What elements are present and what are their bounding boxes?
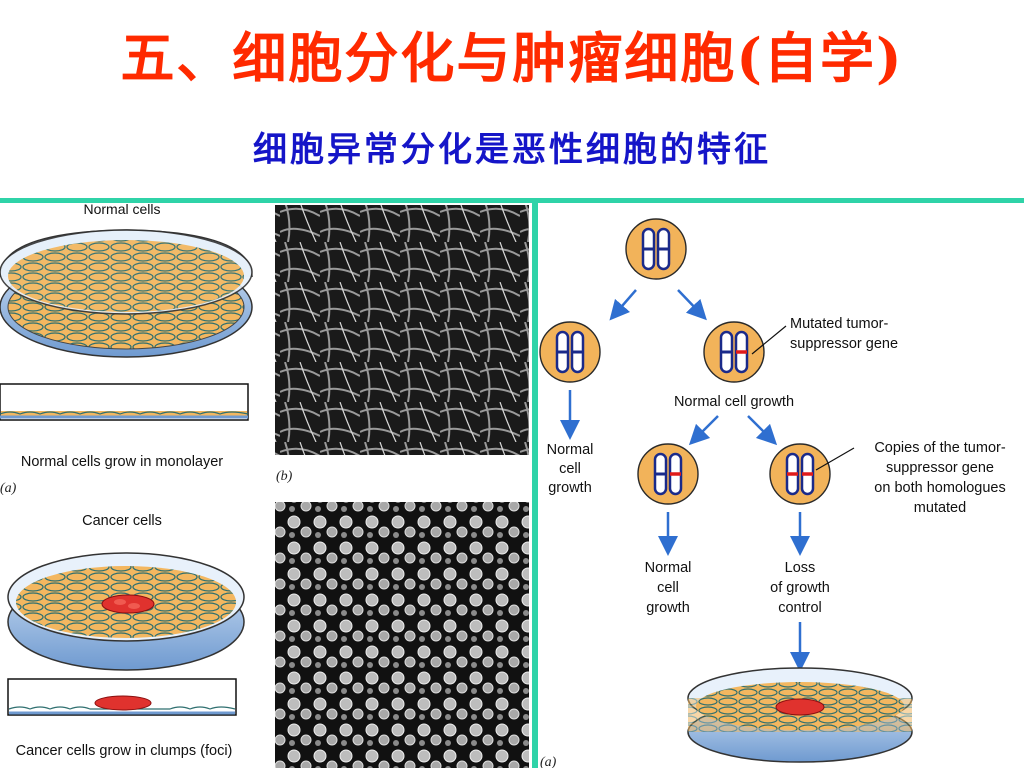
panel-a-label-right: (a) xyxy=(540,755,557,768)
cell-both-mutated xyxy=(768,442,832,506)
vertical-divider xyxy=(532,198,538,768)
normal-cells-heading: Normal cells xyxy=(83,202,160,217)
cancer-dish xyxy=(7,552,245,671)
normal-bottom-2: cell xyxy=(657,580,679,596)
copies-label-3: on both homologues xyxy=(874,480,1005,496)
mutated-label-1: Mutated tumor- xyxy=(790,316,888,332)
cell-top-normal xyxy=(624,217,688,281)
mutated-pointer-line xyxy=(751,325,787,355)
arrow-top-left xyxy=(609,289,637,321)
loss-label-1: Loss xyxy=(785,560,816,576)
left-figure: Normal cells Normal cells grow in monola… xyxy=(0,202,529,768)
normal-cells-caption: Normal cells grow in monolayer xyxy=(21,454,223,470)
normal-growth-center-label: Normal cell growth xyxy=(674,394,794,410)
right-figure: Mutated tumor- suppressor gene Normal ce… xyxy=(538,217,1006,768)
arrow-mid-right xyxy=(747,415,778,446)
normal-bottom-1: Normal xyxy=(645,560,692,576)
cancer-cells-caption: Cancer cells grow in clumps (foci) xyxy=(16,743,233,759)
normal-left-3: growth xyxy=(548,480,592,496)
loss-label-3: control xyxy=(778,600,822,616)
result-dish xyxy=(687,667,913,763)
arrow-mid-left xyxy=(688,415,719,446)
cell-one-mutated-2 xyxy=(636,442,700,506)
normal-bottom-3: growth xyxy=(646,600,690,616)
normal-cross-section xyxy=(0,383,249,421)
copies-label-4: mutated xyxy=(914,500,966,516)
copies-label-1: Copies of the tumor- xyxy=(874,440,1006,456)
copies-pointer-line xyxy=(815,447,855,471)
panel-b-label: (b) xyxy=(276,469,293,484)
horizontal-divider xyxy=(0,198,1024,203)
sem-normal-image xyxy=(275,205,529,455)
mutated-label-2: suppressor gene xyxy=(790,336,898,352)
copies-label-2: suppressor gene xyxy=(886,460,994,476)
normal-dish xyxy=(0,229,253,358)
normal-left-2: cell xyxy=(559,461,581,477)
arrow-top-right xyxy=(677,289,707,321)
slide-subtitle: 细胞异常分化是恶性细胞的特征 xyxy=(253,130,771,170)
cell-left-normal xyxy=(538,320,602,384)
normal-left-1: Normal xyxy=(547,442,594,458)
panel-a-label-left: (a) xyxy=(0,481,17,496)
loss-label-2: of growth xyxy=(770,580,830,596)
cancer-cross-section xyxy=(7,678,237,716)
sem-cancer-image xyxy=(275,502,529,768)
slide-title: 五、细胞分化与肿瘤细胞(自学) xyxy=(120,26,904,90)
cancer-cells-heading: Cancer cells xyxy=(82,513,162,529)
